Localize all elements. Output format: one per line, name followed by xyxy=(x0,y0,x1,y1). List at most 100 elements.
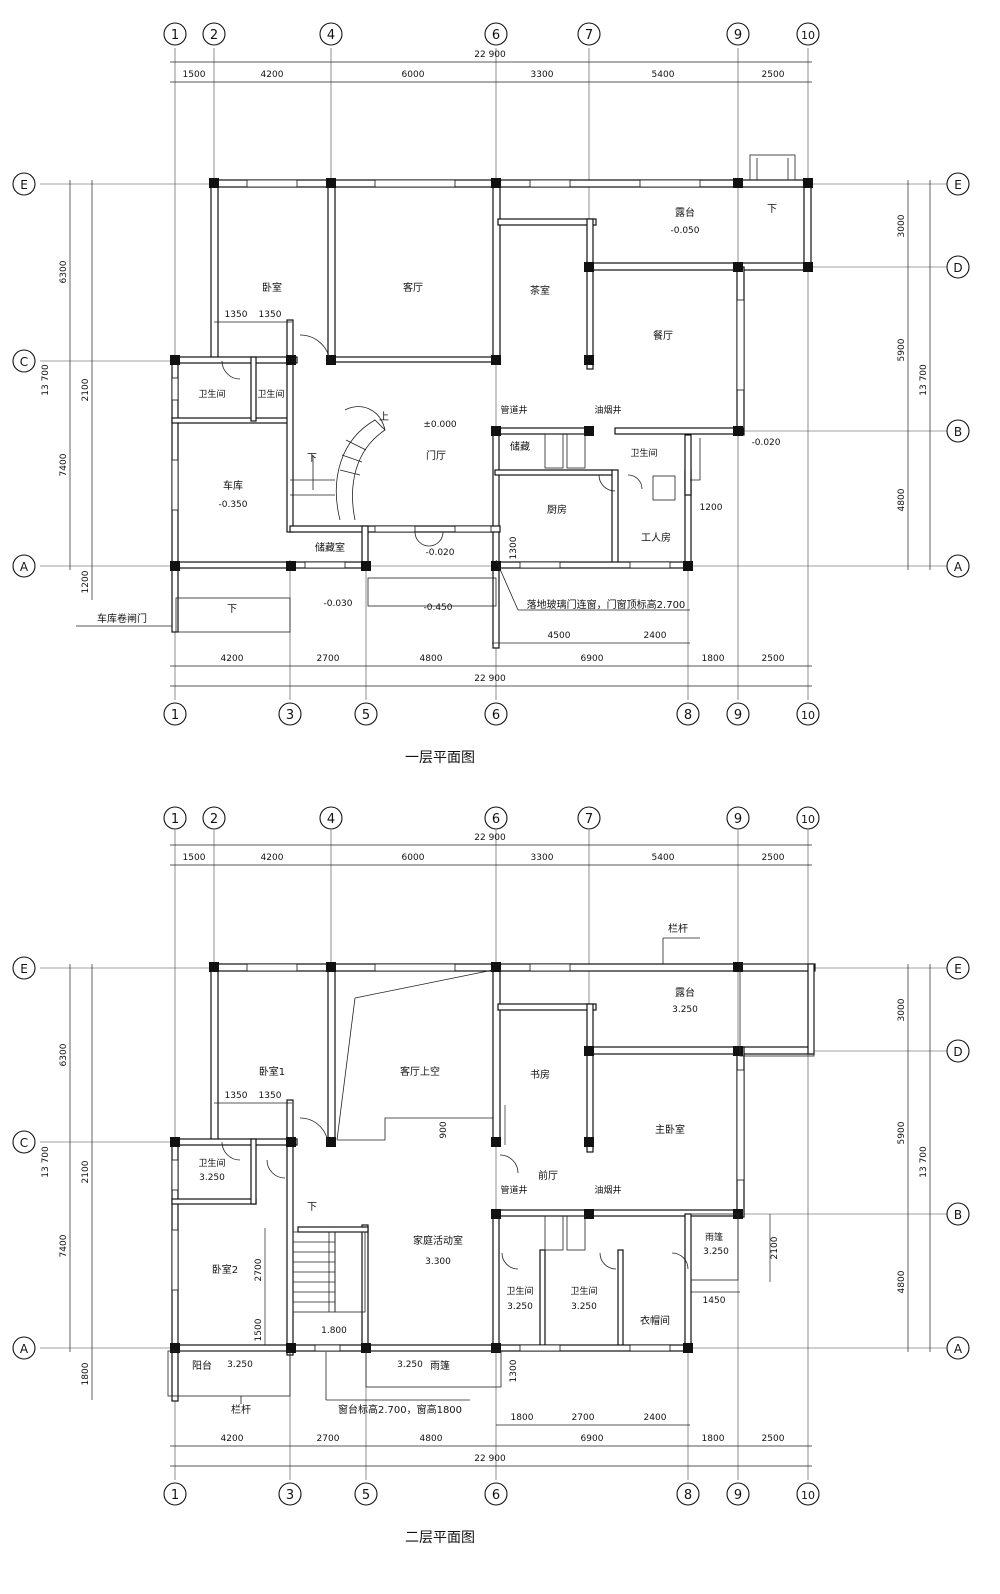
room-label: 卫生间 xyxy=(198,1157,225,1169)
grid-label: 6 xyxy=(492,812,500,827)
dim-bottom: 4800 xyxy=(420,654,443,664)
grid-label: 1 xyxy=(171,708,179,723)
dim-top: 4200 xyxy=(261,70,284,80)
plan-title: 一层平面图 xyxy=(405,750,475,766)
dim-bottom: 6900 xyxy=(581,1434,604,1444)
stair-down-label: 下 xyxy=(307,1202,317,1213)
room-label: 卫生间 xyxy=(506,1285,533,1297)
dim-bottom: 4800 xyxy=(420,1434,443,1444)
dim-right: 4800 xyxy=(897,488,907,511)
dim-total-left: 13 700 xyxy=(41,364,51,396)
grid-label: 6 xyxy=(492,708,500,723)
dim-total-bottom: 22 900 xyxy=(474,674,506,684)
dim-top: 4200 xyxy=(261,853,284,863)
room-elev: -0.350 xyxy=(218,500,247,510)
dim-total-left: 13 700 xyxy=(41,1146,51,1178)
dim-left: 2100 xyxy=(81,378,91,401)
grid-label: A xyxy=(954,1342,963,1356)
room-elev: 3.250 xyxy=(199,1173,225,1183)
dim-top: 3300 xyxy=(531,70,554,80)
grid-label: A xyxy=(954,560,963,574)
dim-left: 6300 xyxy=(59,260,69,283)
room-label: 卧室1 xyxy=(259,1065,285,1078)
grid-label: 1 xyxy=(171,28,179,43)
first-floor-plan: 1 2 4 6 7 9 10 1 3 5 6 8 9 10 E C A E D … xyxy=(12,22,970,766)
grid-label: E xyxy=(954,962,962,976)
grid-label: D xyxy=(953,261,962,275)
stair-down-label: 下 xyxy=(307,453,317,464)
grid-label: 10 xyxy=(801,29,815,42)
grid-label: 5 xyxy=(362,708,370,723)
room-label: 家庭活动室 xyxy=(413,1234,463,1247)
window-note: 窗台标高2.700，窗高1800 xyxy=(338,1403,462,1416)
room-label: 车库 xyxy=(223,479,243,492)
grid-label: 9 xyxy=(734,1488,742,1503)
room-label: 客厅上空 xyxy=(400,1065,440,1078)
columns xyxy=(170,178,813,571)
ramp-down-label: 下 xyxy=(227,604,237,615)
room-label: 主卧室 xyxy=(655,1123,685,1136)
room-label: 管道井 xyxy=(500,404,527,416)
grid-label: A xyxy=(20,560,29,574)
room-elev: 3.250 xyxy=(672,1005,698,1015)
dim-right: 3000 xyxy=(897,998,907,1021)
dim-right: 5900 xyxy=(897,1121,907,1144)
room-label: 露台 xyxy=(675,206,695,219)
glass-door-note: 落地玻璃门连窗，门窗顶标高2.700 xyxy=(527,598,686,611)
room-label: 阳台 xyxy=(192,1359,212,1372)
dim-total-bottom: 22 900 xyxy=(474,1454,506,1464)
grid-label: 5 xyxy=(362,1488,370,1503)
grid-label: 2 xyxy=(210,812,218,827)
room-label: 卫生间 xyxy=(198,388,225,400)
grid-label: A xyxy=(20,1342,29,1356)
dim-left: 6300 xyxy=(59,1043,69,1066)
dim-top: 2500 xyxy=(762,70,785,80)
dim-inner: 1450 xyxy=(703,1296,726,1306)
elev-mark: -0.020 xyxy=(751,438,780,448)
grid-label: 3 xyxy=(286,708,294,723)
dim-right: 3000 xyxy=(897,214,907,237)
dim-inner: 1800 xyxy=(511,1413,534,1423)
grid-label: C xyxy=(20,1136,28,1150)
dim-bottom: 2500 xyxy=(762,654,785,664)
room-elev: 3.250 xyxy=(507,1302,533,1312)
room-label: 卫生间 xyxy=(257,388,284,400)
stairs xyxy=(175,154,796,633)
grid-label: D xyxy=(953,1045,962,1059)
grid-bubbles-right: E D B A xyxy=(946,956,970,1360)
grid-label: E xyxy=(20,962,28,976)
dim-inner: 2400 xyxy=(644,1413,667,1423)
dim-total-top: 22 900 xyxy=(474,50,506,60)
elev-mark: -0.450 xyxy=(423,603,452,613)
room-label: 衣帽间 xyxy=(640,1314,670,1327)
room-elev: 3.250 xyxy=(703,1247,729,1257)
grid-label: 9 xyxy=(734,708,742,723)
grid-label: 8 xyxy=(684,1488,692,1503)
grid-label: 9 xyxy=(734,28,742,43)
dim-inner: 1350 xyxy=(225,310,248,320)
grid-label: 3 xyxy=(286,1488,294,1503)
grid-label: 10 xyxy=(801,1489,815,1502)
dim-inner: 2100 xyxy=(770,1236,780,1259)
dim-bottom: 4200 xyxy=(221,1434,244,1444)
elev-mark: 1.800 xyxy=(321,1326,347,1336)
railing-label: 栏杆 xyxy=(668,922,688,935)
dim-inner: 2700 xyxy=(254,1258,264,1281)
dim-inner: 1300 xyxy=(509,536,519,559)
dimension-lines xyxy=(69,844,931,1467)
room-label: 管道井 xyxy=(500,1184,527,1196)
room-elev: 3.250 xyxy=(397,1360,423,1370)
step-down-label: 下 xyxy=(767,204,777,215)
windows xyxy=(171,179,745,569)
grid-label: B xyxy=(954,425,962,439)
room-label: 工人房 xyxy=(641,531,671,544)
plan-title: 二层平面图 xyxy=(405,1530,475,1546)
dim-bottom: 4200 xyxy=(221,654,244,664)
dim-inner: 1500 xyxy=(254,1318,264,1341)
dim-bottom: 6900 xyxy=(581,654,604,664)
details xyxy=(167,963,815,1397)
dim-total-right: 13 700 xyxy=(919,364,929,396)
elev-mark: -0.020 xyxy=(425,548,454,558)
grid-bubbles-top: 1 2 4 6 7 9 10 xyxy=(163,806,820,830)
